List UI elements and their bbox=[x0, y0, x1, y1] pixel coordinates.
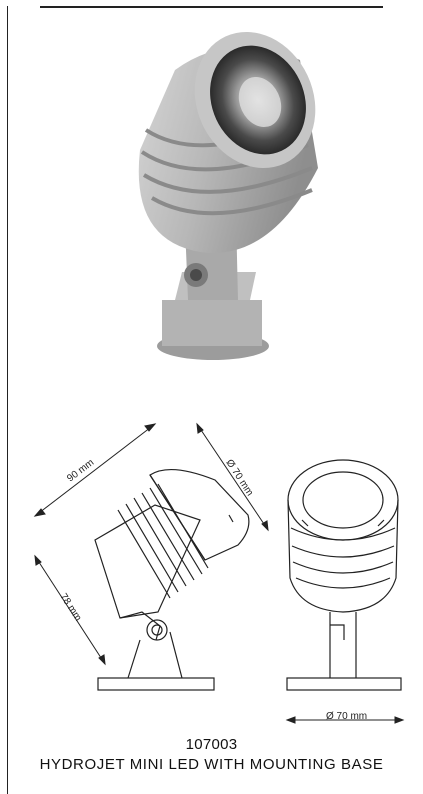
technical-drawing: 90 mm Ø 70 mm 78 mm bbox=[33, 422, 405, 724]
product-photo bbox=[138, 31, 318, 360]
dim-side-diameter-label: Ø 70 mm bbox=[223, 458, 255, 498]
top-border bbox=[40, 6, 383, 8]
product-name: HYDROJET MINI LED WITH MOUNTING BASE bbox=[39, 756, 384, 773]
left-border bbox=[7, 6, 8, 794]
photo-base-block bbox=[162, 300, 262, 346]
product-code: 107003 bbox=[185, 736, 238, 753]
side-view bbox=[94, 468, 250, 691]
dimension-lines bbox=[33, 422, 405, 724]
front-view bbox=[286, 459, 402, 691]
dim-base-diameter-label: Ø 70 mm bbox=[326, 711, 368, 722]
dim-height-label: 78 mm bbox=[57, 592, 83, 624]
dim-length-label: 90 mm bbox=[65, 457, 96, 484]
